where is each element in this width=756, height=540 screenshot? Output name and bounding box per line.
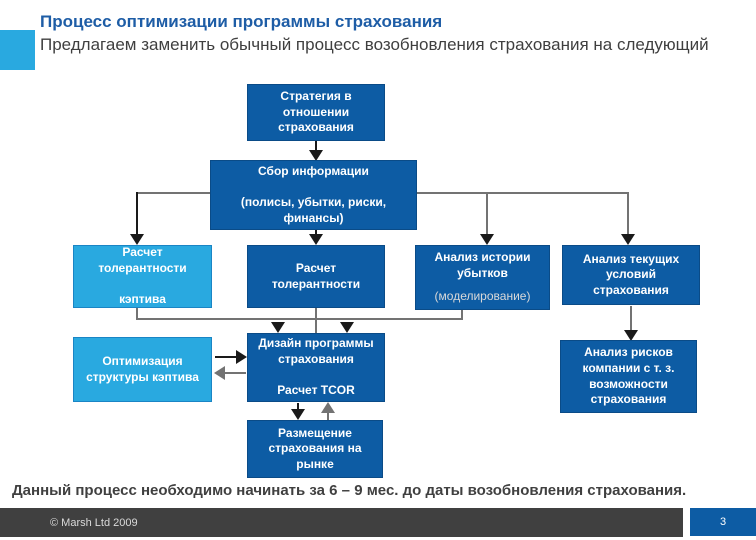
arrowhead-right-icon	[236, 350, 247, 364]
arrowhead-up-icon	[321, 402, 335, 413]
page-number-badge: 3	[690, 508, 756, 536]
connector-info-to-tolerance	[315, 229, 317, 236]
slide-subtitle: Предлагаем заменить обычный процесс возо…	[40, 35, 709, 54]
footer-bar: © Marsh Ltd 2009	[0, 508, 683, 537]
connector-design-to-optimization	[223, 372, 246, 374]
connector-to-current-terms	[627, 192, 629, 236]
arrowhead-down-icon	[271, 322, 285, 333]
flow-box-placement: Размещение страхования на рынке	[247, 420, 383, 478]
flow-box-info-gathering: Сбор информации (полисы, убытки, риски, …	[210, 160, 417, 230]
arrowhead-down-icon	[340, 322, 354, 333]
arrowhead-down-icon	[130, 234, 144, 245]
arrowhead-down-icon	[291, 409, 305, 420]
connector-to-captive-tolerance	[136, 192, 138, 236]
arrowhead-down-icon	[309, 234, 323, 245]
accent-square	[0, 30, 35, 70]
flow-box-loss-history-note: (моделирование)	[434, 289, 531, 304]
connector-current-terms-to-risk	[630, 306, 632, 332]
arrowhead-down-icon	[621, 234, 635, 245]
arrowhead-down-icon	[480, 234, 494, 245]
connector-captive-tolerance-down	[136, 307, 138, 320]
flow-box-loss-history: Анализ истории убытков (моделирование)	[415, 245, 550, 310]
flow-box-captive-optimization: Оптимизация структуры кэптива	[73, 337, 212, 402]
connector-optimization-to-design	[215, 356, 239, 358]
flow-box-loss-history-title: Анализ истории убытков	[434, 250, 531, 280]
arrowhead-down-icon	[624, 330, 638, 341]
page-number: 3	[719, 516, 727, 528]
arrowhead-left-icon	[214, 366, 225, 380]
connector-loss-history-down	[461, 309, 463, 320]
connector-tolerance-to-design	[315, 307, 317, 334]
flow-box-captive-tolerance: Расчет толерантности кэптива	[73, 245, 212, 308]
flow-box-tolerance: Расчет толерантности	[247, 245, 385, 308]
connector-placement-to-design	[327, 410, 329, 420]
connector-strategy-to-info	[315, 141, 317, 152]
flow-box-program-design: Дизайн программы страхования Расчет TCOR	[247, 333, 385, 402]
connector-to-design-horizontal	[136, 318, 463, 320]
connector-design-to-placement	[297, 403, 299, 411]
bottom-note: Данный процесс необходимо начинать за 6 …	[12, 482, 687, 499]
flow-box-current-terms: Анализ текущих условий страхования	[562, 245, 700, 305]
slide-title: Процесс оптимизации программы страховани…	[40, 12, 443, 31]
footer-copyright: © Marsh Ltd 2009	[50, 516, 138, 529]
connector-to-loss-history	[486, 192, 488, 236]
flow-box-risk-analysis: Анализ рисков компании с т. з. возможнос…	[560, 340, 697, 413]
flow-box-strategy: Стратегия в отношении страхования	[247, 84, 385, 141]
arrowhead-down-icon	[309, 150, 323, 161]
